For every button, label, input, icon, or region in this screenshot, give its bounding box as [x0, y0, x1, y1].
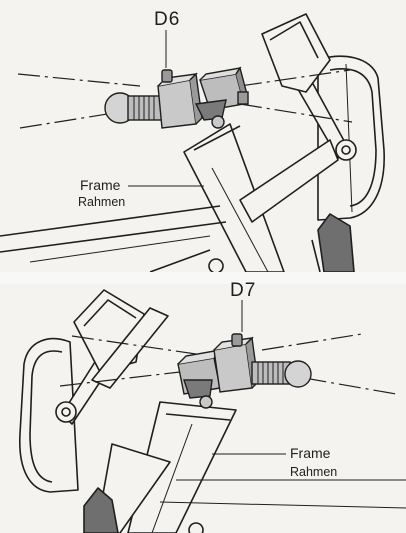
frame-label: Frame	[80, 177, 121, 193]
step-label-d6: D6	[154, 9, 181, 30]
figure-d7-drawing	[19, 289, 406, 533]
figure-d6-drawing	[0, 13, 385, 274]
figure-divider	[0, 272, 406, 284]
step-label-d7: D7	[230, 280, 257, 301]
frame-tube-diagonal	[239, 139, 339, 223]
frame-label-german-2: Rahmen	[290, 465, 338, 479]
frame-label-2: Frame	[290, 445, 331, 461]
headlight-housing-left	[19, 337, 79, 493]
headlight-housing	[317, 55, 385, 221]
d6-part-assembly	[104, 66, 249, 129]
frame-label-german: Rahmen	[78, 195, 126, 209]
d7-part-assembly	[177, 333, 312, 409]
